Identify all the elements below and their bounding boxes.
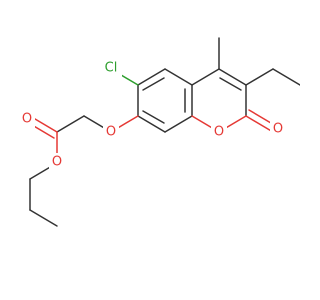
bond: [245, 68, 274, 86]
bond: [29, 209, 58, 227]
ester-oxygen-atom: O: [49, 153, 65, 171]
bond: [191, 68, 220, 86]
bond: [272, 68, 300, 86]
bond: [219, 77, 242, 91]
lactone-carbonyl-oxygen-atom: O: [270, 120, 286, 138]
atom-label-o: O: [52, 155, 62, 170]
bond: [245, 115, 274, 133]
bond: [142, 110, 165, 124]
bond: [137, 68, 166, 86]
bond: [218, 68, 247, 86]
atom-labels: Cl O O O O O: [19, 59, 286, 171]
atom-label-o: O: [214, 125, 224, 140]
bond: [164, 68, 193, 86]
ether-oxygen-atom: O: [103, 123, 119, 141]
ester-carbonyl-oxygen-atom: O: [19, 110, 35, 128]
ring-oxygen-atom: O: [211, 123, 227, 141]
atom-label-o: O: [273, 122, 283, 137]
bond: [137, 115, 166, 133]
bonds: [29, 37, 300, 227]
bond: [56, 115, 85, 133]
chlorine-atom: Cl: [100, 59, 122, 77]
atom-label-cl: Cl: [105, 61, 118, 76]
atom-label-o: O: [22, 112, 32, 127]
molecule-structure: Cl O O O O O: [19, 37, 300, 227]
atom-label-o: O: [106, 125, 116, 140]
bond: [164, 115, 193, 133]
bond: [142, 77, 165, 91]
